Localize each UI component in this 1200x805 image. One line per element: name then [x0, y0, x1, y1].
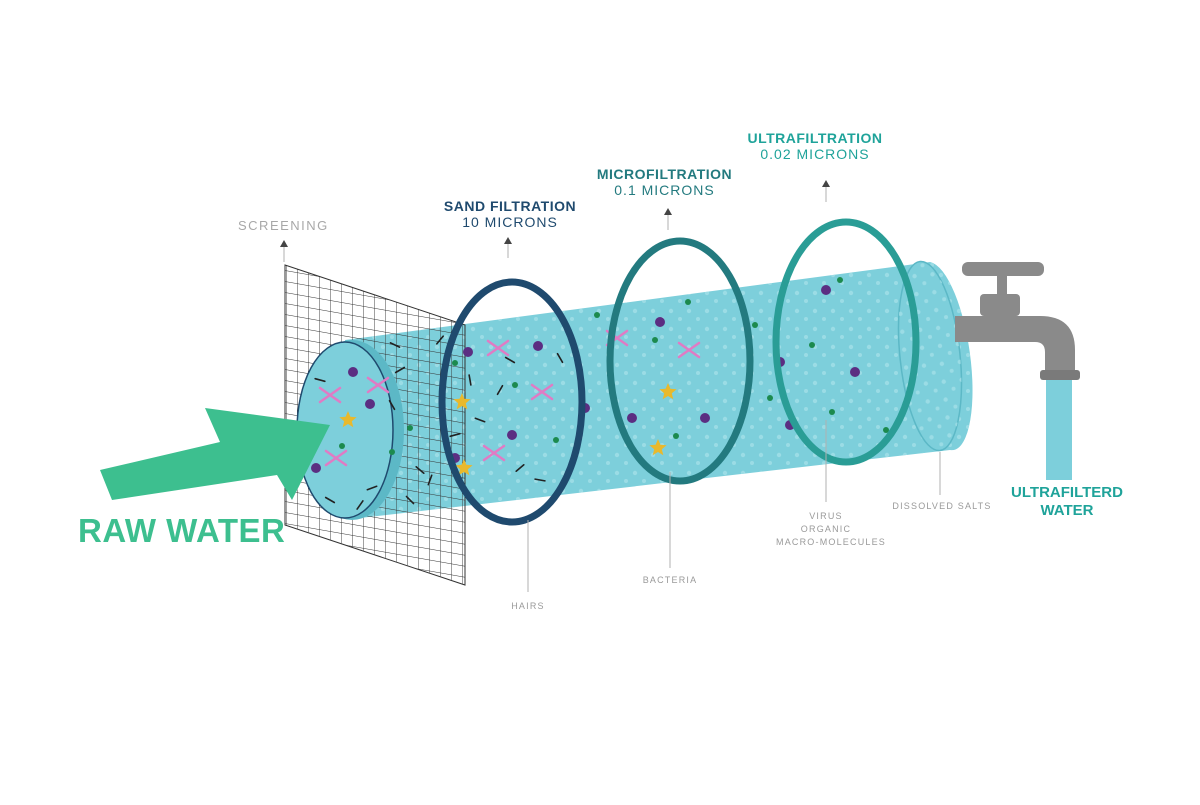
pointer-lines [283, 185, 941, 592]
screening-label: SCREENING [238, 218, 329, 233]
bacteria-particle [685, 299, 691, 305]
water-stream [1046, 380, 1072, 480]
virus-particle [463, 347, 473, 357]
sediment-particle [394, 366, 406, 374]
virus-particle [311, 463, 321, 473]
sediment-particle [389, 342, 401, 348]
sand-filtration-ring [438, 278, 586, 526]
organic-particle [649, 439, 667, 456]
organic-particle [659, 383, 677, 400]
bacteria-particle [767, 395, 773, 401]
sediment-particle [324, 496, 336, 504]
sand-filtration-size: 10 MICRONS [462, 214, 558, 230]
organic-particle [453, 393, 471, 410]
ultrafiltered-water-line2: WATER [1040, 502, 1094, 519]
sand-filtration-label: SAND FILTRATION 10 MICRONS [435, 198, 585, 230]
hair-particle [677, 341, 701, 359]
sediment-particle [474, 417, 486, 423]
hair-particle [486, 339, 510, 357]
bacteria-particle [339, 443, 345, 449]
virus-particle [627, 413, 637, 423]
ultrafiltration-label: ULTRAFILTRATION 0.02 MICRONS [740, 130, 890, 162]
microfiltration-label: MICROFILTRATION 0.1 MICRONS [587, 166, 742, 198]
virus-line2: ORGANIC [800, 524, 852, 534]
sediment-particle [435, 335, 445, 345]
hair-particle [482, 444, 506, 462]
virus-particle [348, 367, 358, 377]
bacteria-particle [837, 277, 843, 283]
hair-particle [318, 386, 342, 404]
virus-particle [700, 413, 710, 423]
virus-particle [655, 317, 665, 327]
sediment-particle [515, 463, 525, 473]
raw-water-label: RAW WATER [78, 512, 286, 549]
organic-particle [455, 459, 473, 476]
sediment-particle [314, 377, 326, 383]
virus-particle [850, 367, 860, 377]
hair-particle [366, 376, 390, 394]
hair-particle [530, 383, 554, 401]
hairs-label: HAIRS [511, 601, 545, 611]
bacteria-particle [652, 337, 658, 343]
sediment-particle [427, 474, 433, 486]
hair-particle [324, 449, 348, 467]
sediment-particle [388, 399, 396, 411]
bacteria-particle [594, 312, 600, 318]
bacteria-particle [553, 437, 559, 443]
ultrafiltration-title: ULTRAFILTRATION [747, 130, 883, 146]
ultrafiltered-water-label: ULTRAFILTERD WATER [1002, 484, 1132, 520]
bacteria-particle [883, 427, 889, 433]
bacteria-particle [512, 382, 518, 388]
sediment-particle [504, 356, 516, 364]
virus-particle [365, 399, 375, 409]
ultrafiltered-water-line1: ULTRAFILTERD [1011, 484, 1123, 501]
particles [299, 277, 889, 510]
sediment-particle [415, 465, 425, 475]
bacteria-label: BACTERIA [642, 575, 698, 585]
bacteria-particle [752, 322, 758, 328]
virus-particle [821, 285, 831, 295]
virus-label: VIRUS ORGANIC MACRO-MOLECULES [776, 510, 887, 549]
microfiltration-size: 0.1 MICRONS [614, 182, 715, 198]
microfiltration-title: MICROFILTRATION [596, 166, 733, 182]
virus-line3: MACRO-MOLECULES [776, 537, 887, 547]
sediment-particle [356, 500, 364, 510]
bacteria-particle [452, 360, 458, 366]
pointer-arrowheads [280, 180, 830, 247]
sediment-particle [534, 478, 546, 482]
sediment-particle [449, 432, 461, 438]
sand-filtration-title: SAND FILTRATION [443, 198, 577, 214]
faucet-icon [955, 262, 1080, 380]
sediment-particle [366, 485, 378, 491]
dissolved-salts-label: DISSOLVED SALTS [892, 501, 992, 511]
sediment-particle [556, 352, 564, 364]
bacteria-particle [829, 409, 835, 415]
bacteria-particle [673, 433, 679, 439]
bacteria-particle [407, 425, 413, 431]
ultrafiltration-size: 0.02 MICRONS [760, 146, 870, 162]
organic-particle [339, 411, 357, 428]
ultrafiltration-ring [772, 218, 920, 466]
bacteria-particle [389, 449, 395, 455]
sediment-particle [405, 495, 415, 505]
virus-line1: VIRUS [809, 511, 843, 521]
sediment-particle [468, 374, 472, 386]
arrow-right-icon [100, 408, 330, 500]
microfiltration-ring [606, 237, 754, 485]
virus-particle [533, 341, 543, 351]
bacteria-particle [809, 342, 815, 348]
virus-particle [507, 430, 517, 440]
sediment-particle [496, 384, 504, 396]
